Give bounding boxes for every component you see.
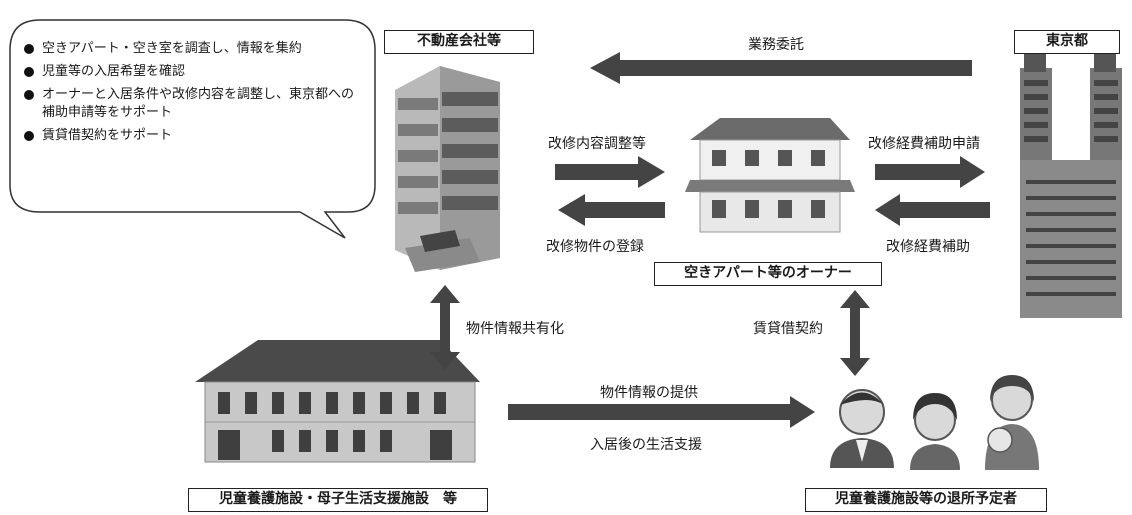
label-life-support: 入居後の生活支援	[590, 437, 702, 453]
node-owner: 空きアパート等のオーナー	[654, 262, 882, 286]
arrow-subsidy	[875, 194, 990, 226]
speech-bubble	[9, 19, 376, 239]
label-renovation-adjust: 改修内容調整等	[548, 136, 646, 152]
apartment-house-illustration	[685, 118, 855, 233]
label-info-provide: 物件情報の提供	[600, 385, 698, 401]
node-facility: 児童養護施設・母子生活支援施設 等	[188, 488, 488, 512]
office-building-illustration	[395, 66, 500, 272]
people-illustration	[830, 375, 1039, 470]
tokyo-government-building-illustration	[1020, 52, 1122, 318]
facility-building-illustration	[195, 340, 480, 463]
node-leavers: 児童養護施設等の退所予定者	[805, 488, 1047, 512]
bubble-item: オーナーと入居条件や改修内容を調整し、東京都への補助申請等をサポート	[22, 86, 362, 122]
bubble-content: 空きアパート・空き室を調査し、情報を集約 児童等の入居希望を確認 オーナーと入居…	[22, 40, 362, 150]
arrow-info-share	[430, 285, 460, 370]
label-info-share: 物件情報共有化	[466, 321, 564, 337]
bubble-item: 児童等の入居希望を確認	[22, 63, 362, 81]
arrow-renovation-register	[558, 194, 665, 226]
arrow-lease	[840, 290, 870, 376]
label-lease: 賃貸借契約	[753, 321, 823, 337]
arrow-subsidy-apply	[875, 156, 985, 188]
bubble-item: 空きアパート・空き室を調査し、情報を集約	[22, 40, 342, 58]
label-subsidy: 改修経費補助	[886, 239, 970, 255]
arrow-business-commission	[590, 52, 972, 84]
label-business-commission: 業務委託	[748, 37, 804, 53]
node-real-estate: 不動産会社等	[384, 30, 534, 54]
bubble-item: 賃貸借契約をサポート	[22, 127, 362, 145]
arrow-renovation-adjust	[555, 156, 665, 188]
label-renovation-register: 改修物件の登録	[546, 239, 644, 255]
node-tokyo: 東京都	[1014, 30, 1120, 54]
label-subsidy-apply: 改修経費補助申請	[868, 136, 980, 152]
arrow-info-provide	[508, 396, 815, 428]
